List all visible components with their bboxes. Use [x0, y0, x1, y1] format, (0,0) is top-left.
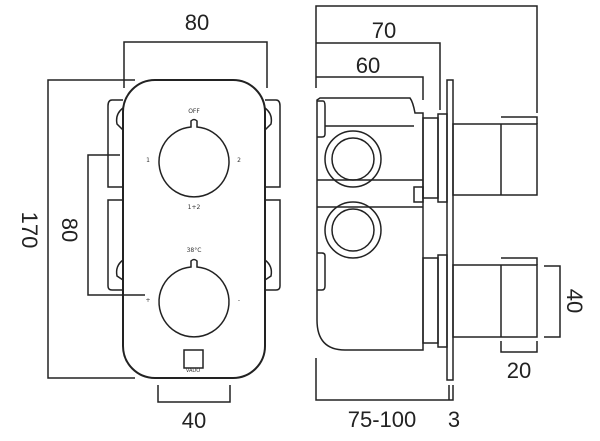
dim-depth-total: 70 — [372, 18, 396, 43]
dim-height: 170 — [17, 212, 42, 249]
dim-plate: 3 — [448, 407, 460, 432]
dim-depth-body: 60 — [356, 53, 380, 78]
dim-bottom-width: 40 — [182, 408, 206, 433]
dim-handle-depth: 20 — [507, 358, 531, 383]
label-minus: - — [238, 297, 240, 304]
label-temp: 38°C — [187, 247, 202, 254]
side-view — [316, 79, 538, 381]
dim-handle-height: 40 — [562, 289, 587, 313]
dim-knob-spacing: 80 — [57, 218, 82, 242]
label-both: 1+2 — [188, 204, 201, 211]
vado-logo-text: VADO — [186, 368, 200, 374]
front-dimension-lines — [47, 41, 268, 403]
dim-width: 80 — [185, 10, 209, 35]
side-dimension-lines — [315, 5, 561, 401]
label-outlet-2: 2 — [237, 157, 241, 164]
label-outlet-1: 1 — [146, 157, 150, 164]
upper-handle — [452, 123, 538, 196]
vado-logo — [183, 349, 204, 369]
label-off: OFF — [188, 108, 200, 115]
diverter-knob[interactable] — [158, 118, 230, 198]
lower-handle — [452, 264, 538, 338]
front-view: OFF 1 2 1+2 38°C + - VADO — [107, 79, 281, 379]
label-plus: + — [145, 297, 150, 304]
dim-wall-range: 75-100 — [348, 407, 417, 432]
valve-body — [316, 97, 424, 351]
back-plate — [446, 79, 454, 381]
cover-plate — [122, 79, 266, 379]
mounting-brackets — [107, 99, 281, 291]
thermostat-knob[interactable] — [158, 258, 230, 338]
